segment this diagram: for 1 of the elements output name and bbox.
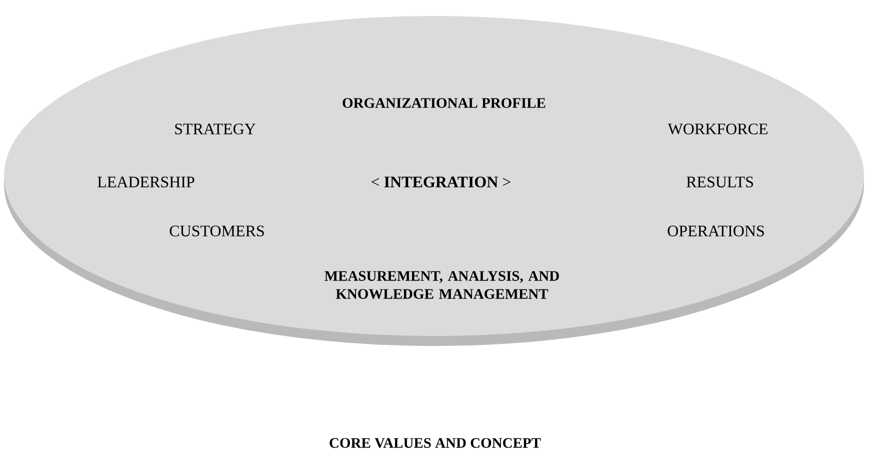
caption-text: CORE VALUES AND CONCEPT	[330, 438, 541, 448]
